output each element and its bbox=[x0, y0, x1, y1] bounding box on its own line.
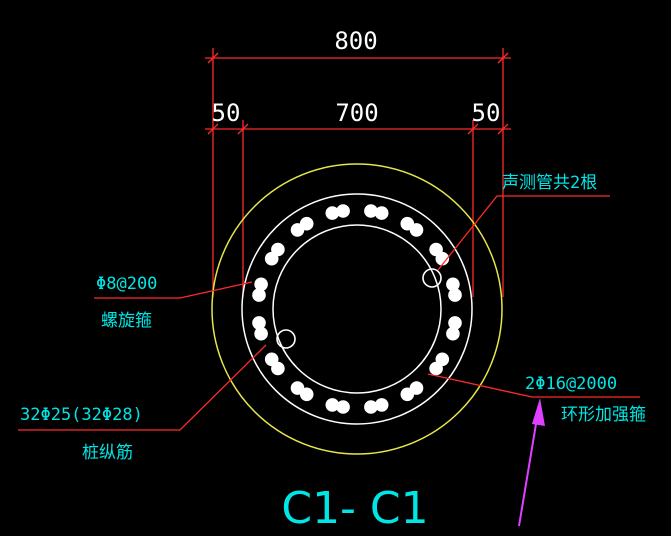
dim-left-cover: 50 bbox=[212, 99, 241, 127]
label-sonic-tube: 声测管共2根 bbox=[502, 173, 597, 193]
rebar-bar bbox=[364, 400, 378, 414]
rebar-bar bbox=[336, 204, 350, 218]
rebar-bar bbox=[448, 316, 462, 330]
longitudinal-bars bbox=[252, 204, 462, 414]
rebar-bar bbox=[290, 381, 305, 395]
rebar-bar bbox=[299, 216, 314, 231]
rebar-bar bbox=[448, 288, 462, 302]
rebar-bar bbox=[374, 398, 389, 412]
pile-outline bbox=[211, 163, 503, 455]
pointer-arrow bbox=[518, 398, 545, 527]
rebar-bar bbox=[446, 326, 460, 341]
rebar-bar bbox=[252, 316, 266, 330]
leader-longitudinal bbox=[18, 344, 267, 431]
cage-outer-circle bbox=[241, 193, 473, 425]
section-title: C1- C1 bbox=[281, 483, 428, 534]
rebar-bar bbox=[254, 277, 268, 292]
sonic-tube-left bbox=[276, 329, 296, 349]
dim-overall: 800 bbox=[334, 27, 377, 55]
dimension-lines bbox=[205, 48, 511, 297]
label-ring-name: 环形加强箍 bbox=[561, 405, 646, 425]
rebar-bar bbox=[429, 361, 443, 376]
label-longitudinal-name: 桩纵筋 bbox=[82, 443, 133, 463]
label-spiral-spec: Φ8@200 bbox=[96, 274, 157, 294]
leader-ring bbox=[427, 373, 640, 398]
rebar-bar bbox=[435, 251, 450, 266]
rebar-bar bbox=[409, 223, 424, 237]
rebar-bar bbox=[264, 352, 279, 367]
sonic-tube-right bbox=[422, 268, 442, 288]
rebar-bar bbox=[252, 288, 266, 302]
rebar-bar bbox=[446, 277, 460, 292]
leader-lines bbox=[18, 195, 640, 431]
rebar-bar bbox=[325, 398, 340, 412]
rebar-bar bbox=[271, 242, 285, 257]
rebar-bar bbox=[400, 387, 415, 402]
label-ring-spec: 2Φ16@2000 bbox=[525, 374, 617, 394]
rebar-bar bbox=[364, 204, 378, 218]
rebar-bar bbox=[325, 206, 340, 220]
cage-inner-circle bbox=[272, 224, 442, 394]
dim-right-cover: 50 bbox=[472, 99, 501, 127]
rebar-bar bbox=[336, 400, 350, 414]
leader-sonic-tube bbox=[437, 195, 610, 271]
label-spiral-name: 螺旋箍 bbox=[101, 311, 152, 331]
rebar-bar bbox=[374, 206, 389, 220]
rebar-bar bbox=[254, 326, 268, 341]
dim-inner: 700 bbox=[335, 99, 378, 127]
leader-spiral bbox=[94, 281, 253, 299]
label-longitudinal-spec: 32Φ25(32Φ28) bbox=[20, 405, 143, 425]
